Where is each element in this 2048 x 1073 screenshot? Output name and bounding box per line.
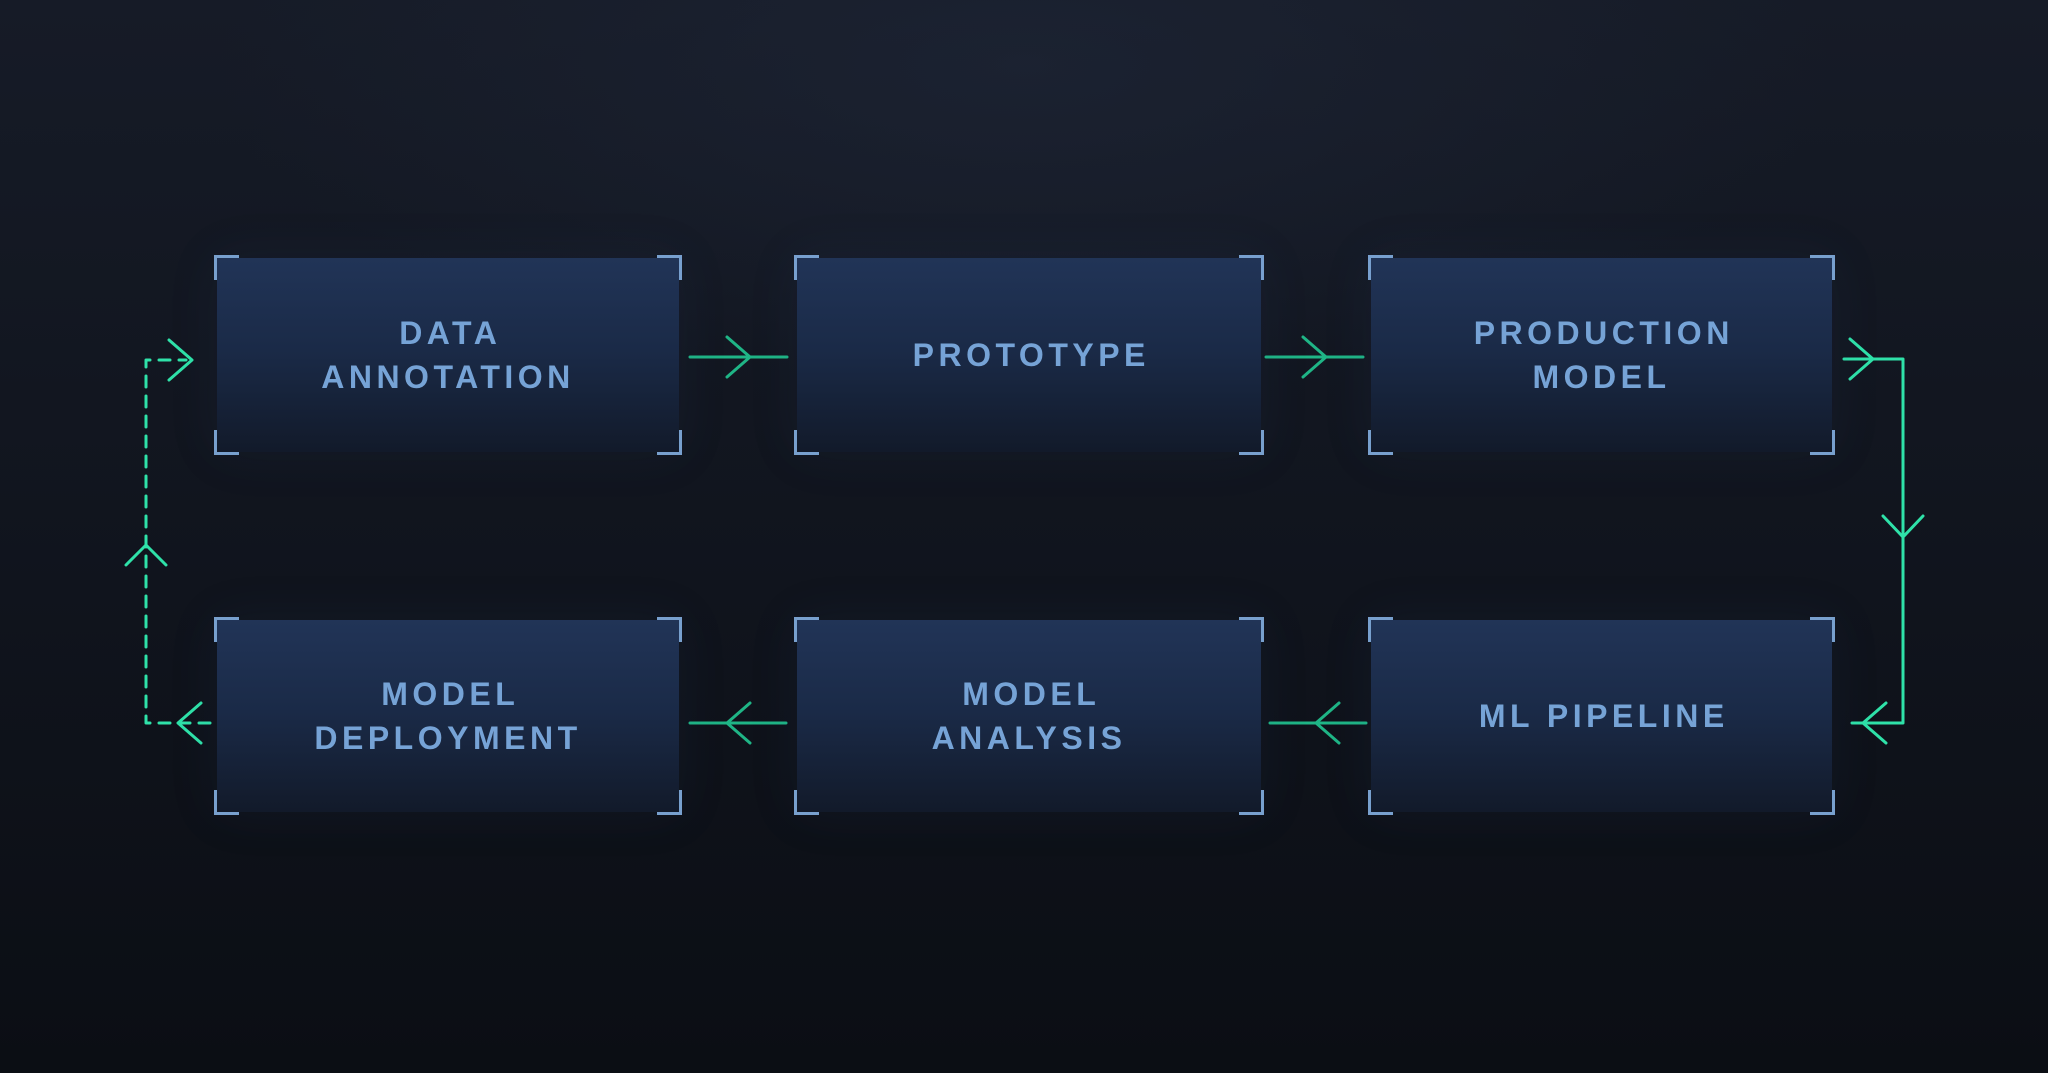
edge-prototype-to-production-model — [1264, 335, 1365, 379]
arrow-right-icon — [1301, 335, 1328, 379]
arrow-down-icon — [1881, 514, 1925, 539]
node-label: MODEL DEPLOYMENT — [314, 676, 582, 756]
arrow-left-icon — [1861, 701, 1888, 745]
edge-ml-pipeline-to-model-analysis — [1268, 701, 1368, 745]
corner-bracket-icon — [1239, 430, 1264, 455]
node-prototype: PROTOTYPE — [794, 255, 1264, 455]
corner-bracket-icon — [1239, 790, 1264, 815]
edge-model-analysis-to-model-deployment — [688, 701, 788, 745]
corner-bracket-icon — [657, 617, 682, 642]
node-label: DATA ANNOTATION — [321, 315, 575, 395]
arrow-right-icon — [1848, 337, 1875, 381]
edge-production-model-to-ml-pipeline — [1842, 337, 1925, 745]
node-production-model: PRODUCTION MODEL — [1368, 255, 1835, 455]
corner-bracket-icon — [214, 617, 239, 642]
arrow-up-icon — [124, 543, 168, 567]
corner-bracket-icon — [794, 255, 819, 280]
corner-bracket-icon — [1368, 430, 1393, 455]
edge-data-annotation-to-prototype — [688, 335, 789, 379]
corner-bracket-icon — [794, 430, 819, 455]
corner-bracket-icon — [1239, 617, 1264, 642]
corner-bracket-icon — [1810, 255, 1835, 280]
corner-bracket-icon — [1810, 617, 1835, 642]
node-label: ML PIPELINE — [1478, 698, 1729, 734]
arrow-left-icon — [176, 701, 203, 745]
edge-model-deployment-to-data-annotation — [124, 338, 212, 745]
node-ml-pipeline: ML PIPELINE — [1368, 617, 1835, 815]
node-model-analysis: MODEL ANALYSIS — [794, 617, 1264, 815]
corner-bracket-icon — [214, 255, 239, 280]
arrow-left-icon — [1314, 701, 1341, 745]
corner-bracket-icon — [1810, 430, 1835, 455]
corner-bracket-icon — [214, 790, 239, 815]
node-model-deployment: MODEL DEPLOYMENT — [214, 617, 682, 815]
corner-bracket-icon — [214, 430, 239, 455]
node-data-annotation: DATA ANNOTATION — [214, 255, 682, 455]
corner-bracket-icon — [657, 790, 682, 815]
corner-bracket-icon — [657, 430, 682, 455]
corner-bracket-icon — [1368, 255, 1393, 280]
arrow-left-icon — [725, 701, 752, 745]
arrow-right-icon — [167, 338, 194, 382]
node-label: PROTOTYPE — [912, 337, 1150, 373]
corner-bracket-icon — [1368, 617, 1393, 642]
corner-bracket-icon — [657, 255, 682, 280]
corner-bracket-icon — [1239, 255, 1264, 280]
node-label: MODEL ANALYSIS — [931, 676, 1127, 756]
corner-bracket-icon — [1810, 790, 1835, 815]
node-label: PRODUCTION MODEL — [1473, 315, 1734, 395]
corner-bracket-icon — [1368, 790, 1393, 815]
arrow-right-icon — [725, 335, 752, 379]
corner-bracket-icon — [794, 617, 819, 642]
corner-bracket-icon — [794, 790, 819, 815]
